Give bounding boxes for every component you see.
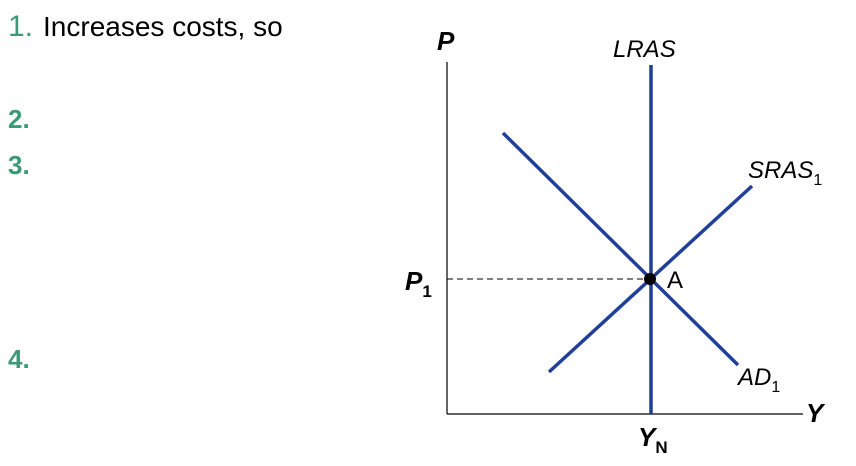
list-item-3: 3. [8,150,30,181]
equilibrium-point [644,273,656,285]
x-axis-label: Y [806,398,826,428]
sras-label: SRAS1 [748,157,822,189]
point-label: A [667,267,683,294]
list-number: 3. [8,150,30,180]
ad-label: AD1 [736,364,780,396]
output-label-base: Y [638,422,658,452]
output-level-label: YN [638,422,668,457]
ad-curve [501,131,740,367]
list-item-2: 2. [8,104,30,135]
list-item-4: 4. [8,344,30,375]
list-number: 2. [8,104,30,134]
price-label-base: P [405,266,423,296]
output-label-sub: N [655,438,667,457]
price-label-sub: 1 [422,282,431,301]
ad-label-base: AD [736,364,771,391]
y-axis-label: P [437,26,455,56]
list-number: 4. [8,344,30,374]
price-level-label: P1 [405,266,432,301]
list-item-1: 1. Increases costs, so [8,10,283,44]
lras-label: LRAS [613,36,676,63]
sras-label-base: SRAS [748,157,813,184]
list-number: 1. [8,10,34,43]
list-text: Increases costs, so [43,11,283,42]
ad-label-sub: 1 [771,379,780,396]
sras-label-sub: 1 [813,172,822,189]
